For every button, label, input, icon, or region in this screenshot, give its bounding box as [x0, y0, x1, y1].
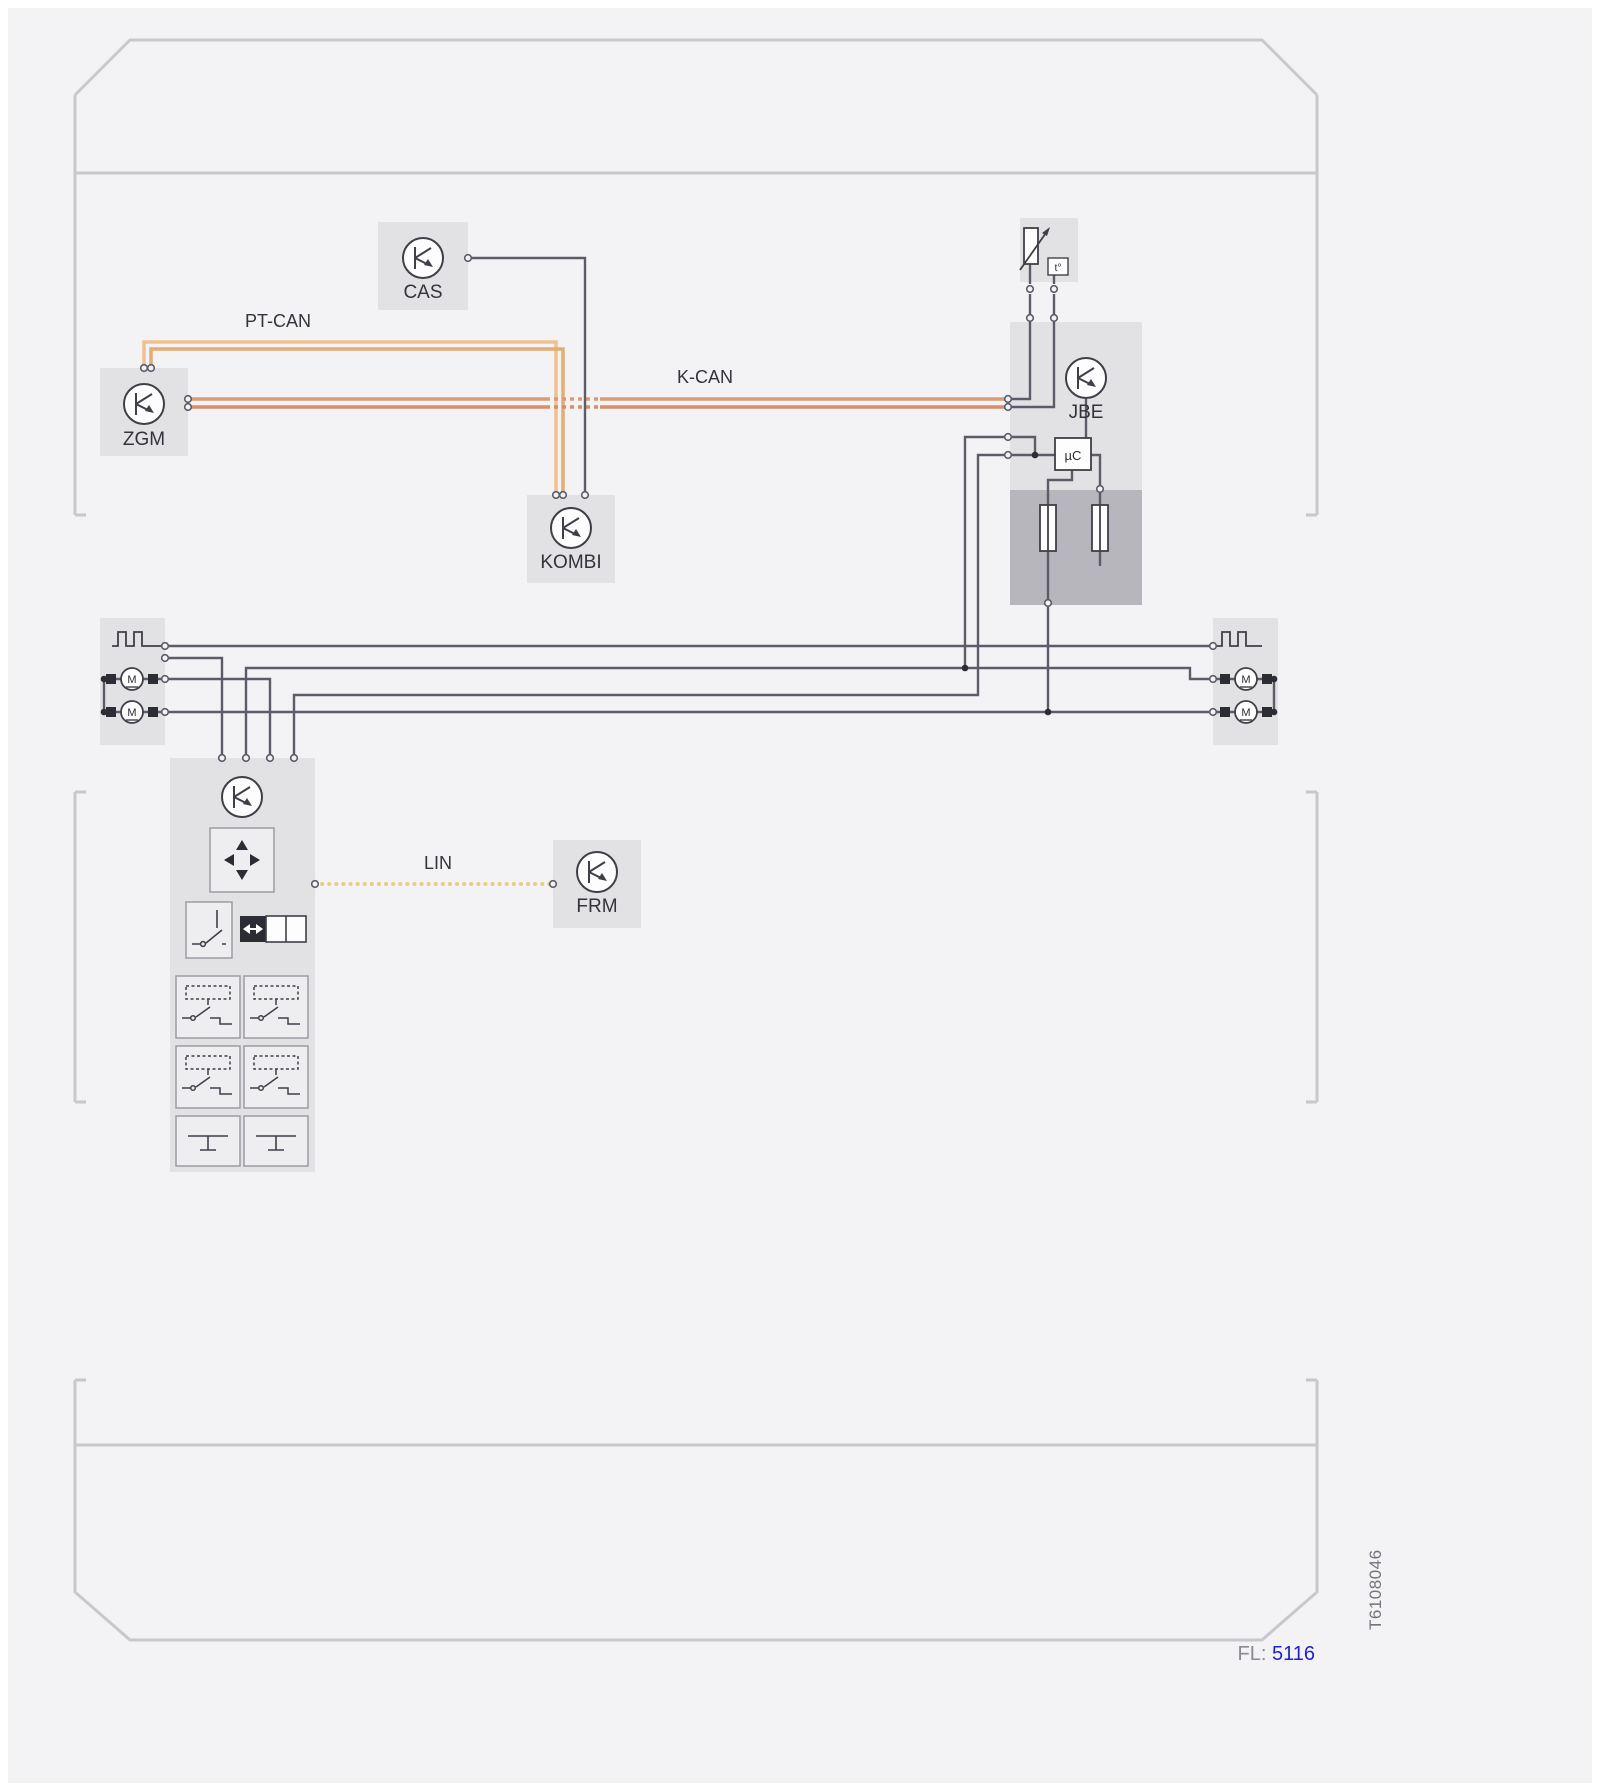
mirror-select-slider-icon [240, 915, 307, 943]
car-outline [73, 38, 1319, 1642]
k-can-bus [188, 397, 1008, 409]
contact-icon [175, 1115, 241, 1167]
lin-label: LIN [423, 853, 452, 873]
switch-contact-icon [185, 901, 233, 959]
connector-terminals [139, 253, 1218, 889]
icons-layer: µC t° M [106, 227, 1272, 1167]
switch-unit-controller-icon [221, 776, 263, 818]
jbe-fuse-section [1010, 490, 1142, 605]
motor-label: M [1241, 707, 1250, 719]
window-switch-icon [243, 975, 309, 1039]
right-pulse-sensor-icon [1216, 631, 1262, 647]
right-motor-2-icon: M [1220, 700, 1272, 724]
junction-dots [100, 451, 1278, 716]
right-motor-1-icon: M [1220, 667, 1272, 691]
cas-bus-controller-icon [402, 237, 444, 279]
zgm-bus-controller-icon [123, 383, 165, 425]
motor-label: M [127, 707, 136, 719]
window-switch-icon [243, 1045, 309, 1109]
pt-can-label: PT-CAN [244, 311, 311, 331]
pt-can-bus [142, 340, 565, 495]
fl-label: FL: [1237, 1643, 1267, 1665]
temp-sensor-label: t° [1054, 262, 1061, 274]
cas-label: CAS [403, 282, 443, 303]
zgm-label: ZGM [122, 429, 166, 450]
frm-label: FRM [576, 896, 618, 917]
thermistor-icon: t° [1019, 227, 1069, 276]
frm-bus-controller-icon [576, 851, 618, 893]
microcontroller-label: µC [1065, 448, 1082, 463]
footer-fl: FL: 5116 [1105, 1643, 1315, 1666]
window-switch-icon [175, 1045, 241, 1109]
fuse-icons [1039, 504, 1109, 552]
kombi-label: KOMBI [540, 552, 602, 573]
contact-icon [243, 1115, 309, 1167]
left-pulse-sensor-icon [112, 631, 165, 647]
microcontroller-icon: µC [1054, 437, 1092, 471]
window-switch-icon [175, 975, 241, 1039]
left-motor-2-icon: M [106, 700, 158, 724]
motor-label: M [127, 674, 136, 686]
left-motor-1-icon: M [106, 667, 158, 691]
motor-label: M [1241, 674, 1250, 686]
document-number: T6108046 [1366, 1549, 1385, 1630]
driver-switch-unit-box [170, 758, 315, 1172]
wires [102, 256, 1276, 758]
jbe-label: JBE [1068, 402, 1104, 423]
k-can-label: K-CAN [676, 367, 733, 387]
kombi-bus-controller-icon [550, 507, 592, 549]
fl-value: 5116 [1271, 1643, 1315, 1665]
jbe-bus-controller-icon [1065, 357, 1107, 399]
mirror-adjust-pad-icon [209, 827, 275, 893]
